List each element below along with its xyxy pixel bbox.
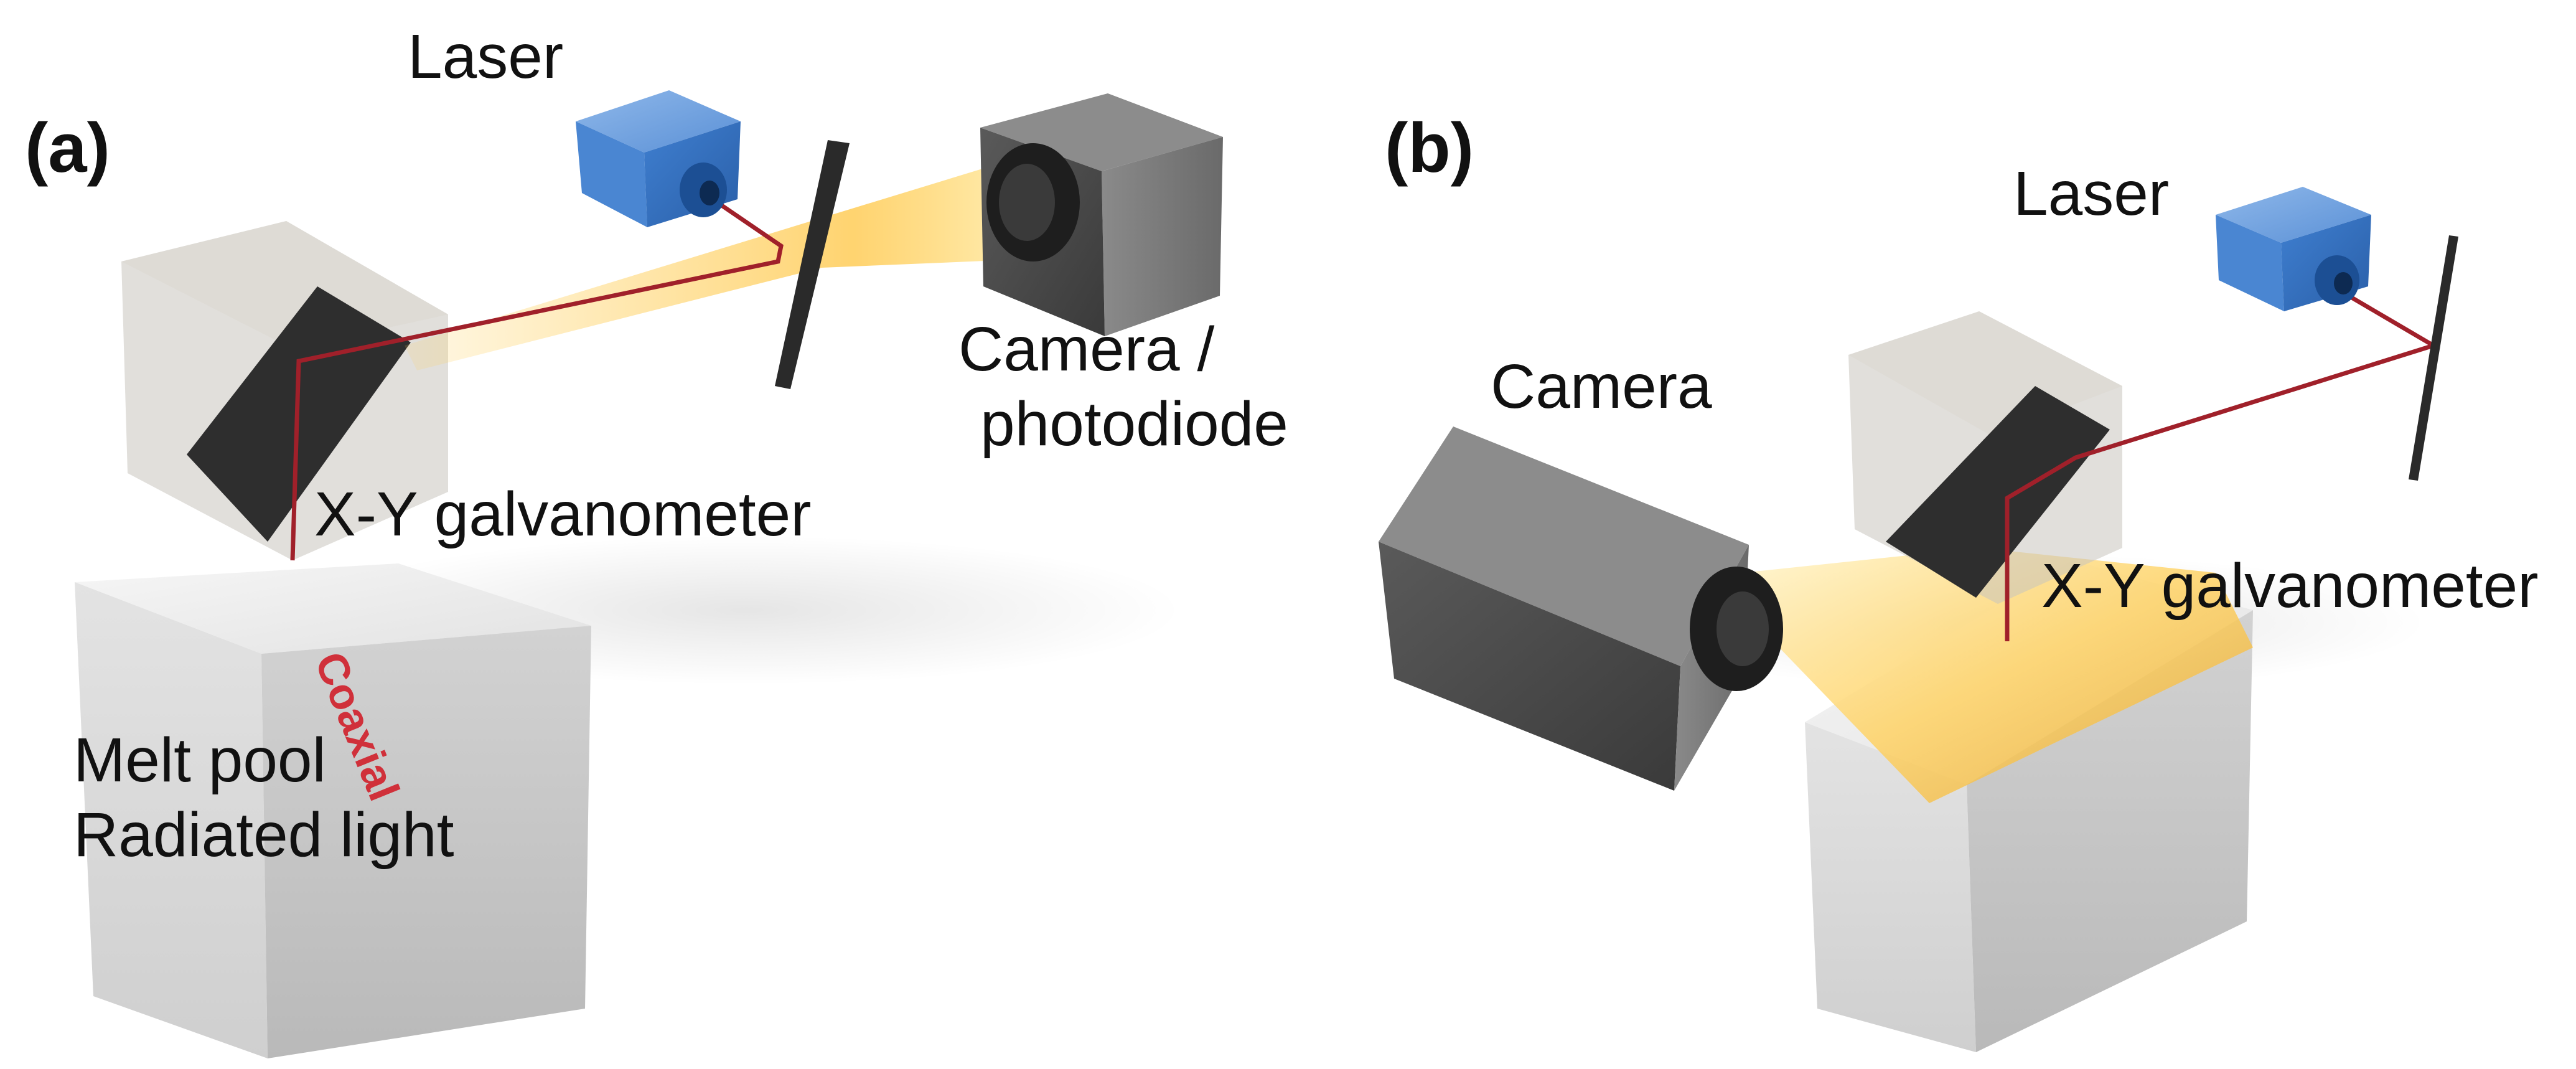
galvanometer-mirror-b (1886, 386, 2110, 598)
laser-beam-a (290, 197, 784, 561)
laser-label-a: Laser (408, 22, 564, 92)
dichroic-mirror-a (775, 140, 850, 389)
metal-block-a (75, 563, 591, 1058)
laser-label-b: Laser (2013, 159, 2170, 228)
camera-label-a-line1: Camera / (958, 314, 1215, 384)
meltpool-label-a-line2: Radiated light (73, 800, 454, 870)
radiated-light-beam-a (405, 149, 1046, 370)
camera-photodiode-a (980, 93, 1223, 336)
laser-source-a (576, 90, 741, 227)
galvanometer-label-b: X-Y galvanometer (2041, 551, 2539, 621)
camera-label-b: Camera (1491, 352, 1712, 421)
panel-b-label: (b) (1385, 109, 1474, 187)
panel-a-label: (a) (25, 109, 110, 187)
camera-b (1379, 426, 1783, 791)
panel-a-diagram: Coaxial (75, 90, 1223, 1058)
panel-b-diagram (1379, 187, 2458, 1052)
laser-source-b (2216, 187, 2371, 311)
galvanometer-label-a: X-Y galvanometer (314, 479, 812, 549)
radiated-light-beam-b (1743, 548, 2253, 803)
meltpool-label-a-line1: Melt pool (73, 725, 326, 795)
laser-beam-b (2005, 290, 2439, 641)
turning-mirror-b (2409, 235, 2458, 481)
camera-label-a-line2: photodiode (980, 389, 1288, 459)
